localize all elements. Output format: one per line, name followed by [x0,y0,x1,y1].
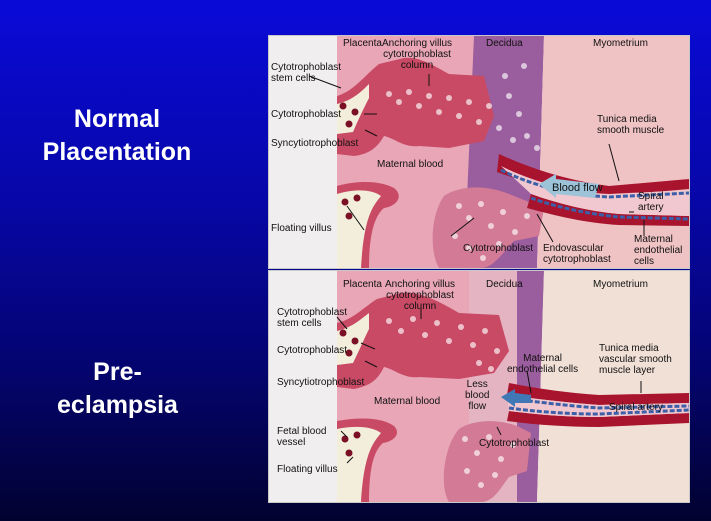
label-decidua: Decidua [486,38,523,49]
normal-placentation-diagram: Placenta Anchoring villus cytotrophoblas… [268,35,690,269]
label-cytotrophoblast: Cytotrophoblast [271,109,342,120]
spiral-artery-wall-bottom [507,411,689,427]
label-placenta: Placenta [343,38,382,49]
fetal-blood-vessels [339,102,361,220]
floating-villus-core [337,426,381,502]
preeclampsia-title: Pre- eclampsia [57,358,178,419]
floating-villus-core [337,190,381,268]
label-pointer-arrows [308,74,645,243]
label-decidua: Decidua [486,279,523,290]
label-maternal-endothelial: Maternal endothelial cells [507,353,579,375]
label-myometrium: Myometrium [593,279,649,290]
preeclampsia-illustration [269,271,689,502]
trophoblast-cells [386,63,540,261]
label-floating-villus: Floating villus [277,464,338,475]
placenta-region [269,271,337,502]
label-endovascular-cytotrophoblast: Endovascular cytotrophoblast [543,243,611,265]
label-anchoring-villus: Anchoring villus cytotrophoblast column [382,38,453,71]
label-maternal-blood: Maternal blood [377,159,444,170]
label-syncytiotrophoblast: Syncytiotrophoblast [277,377,365,388]
label-anchoring-villus: Anchoring villus cytotrophoblast column [385,279,456,312]
blood-flow-arrow [539,174,599,198]
spiral-artery-wall-top [507,383,689,405]
label-floating-villus: Floating villus [271,223,332,234]
label-tunica-media: Tunica media smooth muscle [597,114,665,136]
label-cytotrophoblast-bottom: Cytotrophoblast [463,243,534,254]
label-myometrium: Myometrium [593,38,649,49]
villus-core [337,84,369,134]
fetal-blood-vessels [339,329,361,457]
anchoring-villus [337,57,494,156]
anchoring-villus [337,292,509,389]
placenta-region [269,36,337,268]
label-pointer-arrows [336,309,642,464]
label-fetal-blood-vessel: Fetal blood vessel [277,426,327,448]
spiral-artery-lumen [501,166,689,216]
trophoblast-cells [386,316,516,488]
label-less-blood-flow: Less blood flow [465,379,490,412]
label-syncytiotrophoblast: Syncytiotrophoblast [271,138,359,149]
less-blood-flow-arrow [501,389,531,407]
label-cytotrophoblast: Cytotrophoblast [277,345,348,356]
label-cytotrophoblast-bottom: Cytotrophoblast [479,438,550,449]
endothelial-line-bottom [508,406,689,416]
label-stem-cells: Cytotrophoblast stem cells [277,307,348,329]
myometrium-region [537,271,689,502]
endothelial-line-bottom [530,196,689,221]
normal-placentation-title: Normal Placentation [42,105,192,166]
label-stem-cells: Cytotrophoblast stem cells [271,62,342,84]
label-placenta: Placenta [343,279,382,290]
preeclampsia-diagram: Placenta Anchoring villus cytotrophoblas… [268,270,690,503]
normal-placentation-illustration [269,36,689,268]
label-blood-flow: Blood flow [552,182,603,194]
label-spiral-artery: Spiral artery [638,191,664,213]
label-spiral-artery: Spiral artery [609,402,663,413]
label-maternal-endothelial: Maternal endothelial cells [634,234,683,267]
label-maternal-blood: Maternal blood [374,396,441,407]
label-tunica-media: Tunica media vascular smooth muscle laye… [599,343,672,376]
